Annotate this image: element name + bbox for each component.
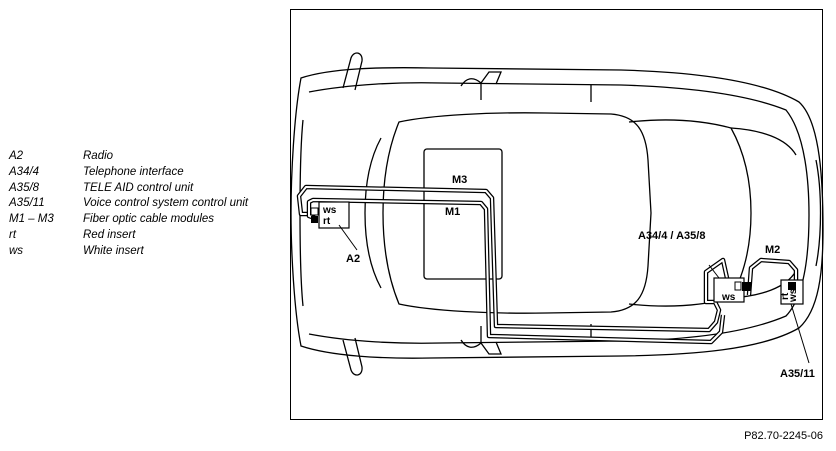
legend-row-ws: ws White insert — [9, 244, 248, 260]
ws-insert-a34: ws — [721, 292, 736, 303]
a34-leader-line — [708, 264, 720, 279]
legend-row-a35-11: A35/11 Voice control system control unit — [9, 196, 248, 212]
legend-code: A35/11 — [9, 197, 45, 210]
diagram-frame: ws rt ws ws rt M3 M1 M2 A2 A34/4 / A35/8… — [290, 9, 824, 420]
legend: A2 Radio A34/4 Telephone interface A35/8… — [9, 149, 248, 260]
legend-code: A34/4 — [9, 165, 40, 178]
a2-leader-line — [338, 224, 358, 251]
legend-code: M1 – M3 — [9, 213, 54, 226]
label-a35-11: A35/11 — [780, 368, 815, 380]
label-m3: M3 — [452, 174, 467, 186]
legend-code: rt — [9, 228, 17, 241]
legend-code: A2 — [9, 150, 24, 162]
rt-insert-a2: rt — [323, 216, 331, 227]
legend-desc: Fiber optic cable modules — [83, 213, 215, 226]
a2-radio-unit: ws rt — [310, 201, 358, 251]
rt-insert-a35: rt — [780, 292, 791, 300]
legend-desc: Red insert — [83, 228, 136, 241]
a34-a35-unit: ws — [708, 264, 751, 303]
label-a34-a35: A34/4 / A35/8 — [638, 230, 705, 242]
figure-id: P82.70-2245-06 — [744, 430, 823, 442]
legend-row-rt: rt Red insert — [9, 228, 248, 244]
car-body-outline — [291, 52, 824, 376]
legend-desc: Radio — [83, 150, 114, 162]
ws-insert-a35: ws — [788, 288, 799, 303]
car-wiring-diagram: ws rt ws ws rt M3 M1 M2 A2 A34/4 / A35/8… — [291, 52, 824, 380]
a35-11-unit: ws rt — [780, 279, 810, 364]
ws-insert-a2: ws — [322, 205, 337, 216]
legend-code: ws — [9, 244, 24, 257]
legend-desc: Telephone interface — [83, 165, 184, 178]
label-m1: M1 — [445, 206, 460, 218]
a35-11-leader-line — [790, 303, 810, 364]
label-a2: A2 — [346, 253, 360, 265]
legend-desc: White insert — [83, 244, 144, 257]
legend-row-a35-8: A35/8 TELE AID control unit — [9, 181, 248, 197]
legend-code: A35/8 — [9, 181, 40, 194]
legend-desc: TELE AID control unit — [83, 181, 194, 194]
legend-desc: Voice control system control unit — [83, 197, 249, 210]
label-m2: M2 — [765, 244, 780, 256]
legend-row-a2: A2 Radio — [9, 149, 248, 165]
legend-row-a34-4: A34/4 Telephone interface — [9, 165, 248, 181]
fiber-optic-cable — [296, 184, 799, 345]
legend-row-m1-m3: M1 – M3 Fiber optic cable modules — [9, 212, 248, 228]
